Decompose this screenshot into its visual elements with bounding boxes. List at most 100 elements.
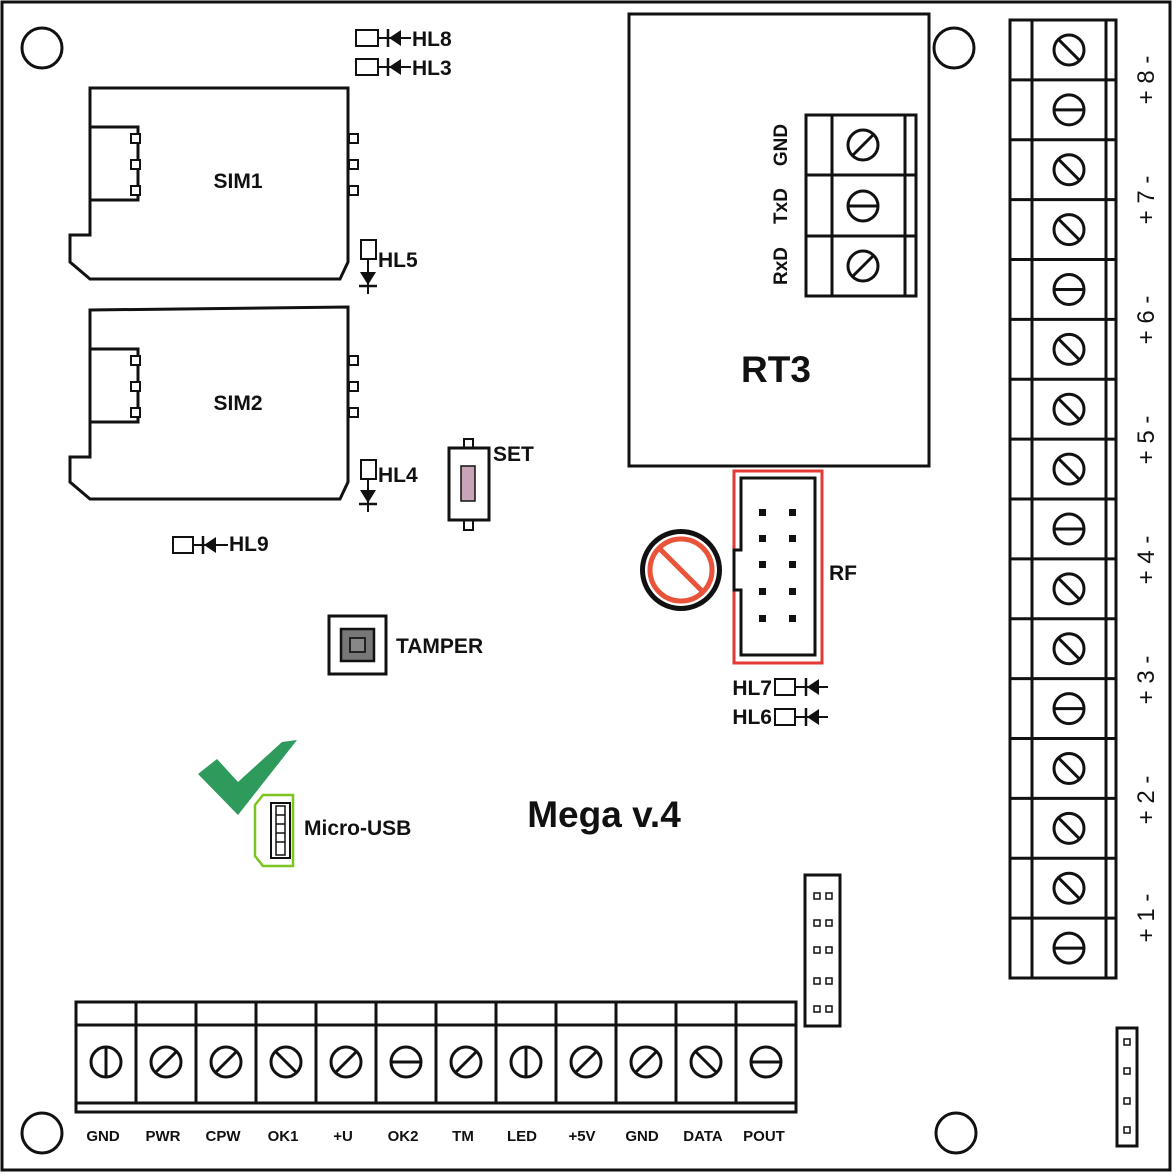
zone-label-2: + 2 - — [1133, 776, 1160, 825]
zone-5-plus: + — [1133, 450, 1160, 464]
rf-connector: RF — [732, 469, 857, 665]
screw-icon — [1052, 512, 1086, 546]
led-hl6: HL6 — [732, 706, 828, 729]
screw-icon — [1052, 452, 1086, 486]
led-hl3: HL3 — [355, 57, 452, 80]
zone-6-number: 6 — [1133, 310, 1160, 323]
zone-3-plus: + — [1133, 690, 1160, 704]
screw-icon — [509, 1045, 543, 1079]
screw-icon — [1052, 93, 1086, 127]
led-hl4: HL4 — [359, 459, 418, 512]
screw-icon — [269, 1045, 303, 1079]
mounting-hole — [20, 1111, 64, 1155]
zone-7-number: 7 — [1133, 190, 1160, 203]
screw-icon — [1052, 332, 1086, 366]
zone-4-number: 4 — [1133, 550, 1160, 563]
terminal-label-ok2: OK2 — [388, 1128, 419, 1145]
zone-6-minus: - — [1133, 296, 1160, 304]
screw-icon — [1052, 692, 1086, 726]
zone-7-plus: + — [1133, 210, 1160, 224]
led-label-hl9: HL9 — [229, 533, 269, 556]
screw-icon — [846, 189, 880, 223]
screw-icon — [749, 1045, 783, 1079]
bottom-screws — [89, 1045, 783, 1079]
set-button[interactable]: SET — [447, 438, 534, 531]
svg-text:+ 1 -: + 1 - — [1133, 894, 1160, 943]
screw-icon — [1052, 871, 1086, 905]
led-hl8: HL8 — [355, 28, 452, 51]
screw-icon — [449, 1045, 483, 1079]
screw-icon — [846, 249, 880, 283]
screw-icon — [1052, 931, 1086, 965]
svg-text:+ 4 -: + 4 - — [1133, 536, 1160, 585]
terminal-label-plus-5v: +5V — [568, 1128, 595, 1145]
rt3-module: RT3 GND TxD RxD — [627, 12, 931, 468]
screw-icon — [1052, 632, 1086, 666]
terminal-label-gnd-2: GND — [625, 1128, 659, 1145]
svg-text:+ 8 -: + 8 - — [1133, 56, 1160, 105]
sim1-slot: SIM1 — [68, 86, 359, 281]
screw-icon — [1052, 153, 1086, 187]
svg-text:+ 6 -: + 6 - — [1133, 296, 1160, 345]
zone-4-minus: - — [1133, 536, 1160, 544]
zone-6-plus: + — [1133, 330, 1160, 344]
zone-label-3: + 3 - — [1133, 656, 1160, 705]
zone-1-number: 1 — [1133, 908, 1160, 921]
zone-dividers — [1010, 78, 1116, 920]
led-label-hl8: HL8 — [412, 28, 452, 51]
led-label-hl3: HL3 — [412, 57, 452, 80]
pin-header-10 — [803, 873, 842, 1028]
micro-usb-port[interactable]: Micro-USB — [253, 793, 411, 868]
zone-3-number: 3 — [1133, 670, 1160, 683]
terminal-label-tm: TM — [452, 1128, 474, 1145]
zone-1-minus: - — [1133, 894, 1160, 902]
zone-7-minus: - — [1133, 176, 1160, 184]
terminal-label-pout: POUT — [743, 1128, 785, 1145]
zone-label-5: + 5 - — [1133, 416, 1160, 465]
terminal-label-ok1: OK1 — [268, 1128, 299, 1145]
zone-1-plus: + — [1133, 928, 1160, 942]
svg-text:+ 7 -: + 7 - — [1133, 176, 1160, 225]
zone-8-minus: - — [1133, 56, 1160, 64]
led-hl7: HL7 — [732, 677, 828, 700]
terminal-label-led: LED — [507, 1128, 537, 1145]
zone-terminal-block — [1008, 18, 1118, 980]
sim2-label: SIM2 — [213, 392, 262, 415]
svg-text:+ 3 -: + 3 - — [1133, 656, 1160, 705]
pin-header-4 — [1115, 1026, 1139, 1148]
rt3-terminal-block: GND TxD RxD — [771, 113, 918, 298]
led-label-hl6: HL6 — [732, 706, 772, 729]
zone-2-minus: - — [1133, 776, 1160, 784]
bottom-dividers — [134, 1002, 738, 1103]
zone-2-plus: + — [1133, 810, 1160, 824]
tamper-button[interactable]: TAMPER — [327, 614, 483, 676]
screw-icon — [149, 1045, 183, 1079]
zone-label-4: + 4 - — [1133, 536, 1160, 585]
mounting-hole — [932, 26, 976, 70]
screw-icon — [89, 1045, 123, 1079]
screw-icon — [1052, 811, 1086, 845]
terminal-label-data: DATA — [683, 1128, 723, 1145]
screw-icon — [1052, 392, 1086, 426]
terminal-label-plus-u: +U — [333, 1128, 353, 1145]
led-label-hl7: HL7 — [732, 677, 772, 700]
mounting-hole — [20, 26, 64, 70]
rf-pins — [759, 509, 796, 622]
led-label-hl4: HL4 — [378, 464, 418, 487]
zone-label-6: + 6 - — [1133, 296, 1160, 345]
mounting-hole — [934, 1111, 978, 1155]
screw-icon — [389, 1045, 423, 1079]
not-allowed-icon — [640, 529, 722, 611]
rt3-label: RT3 — [741, 349, 811, 390]
zone-4-plus: + — [1133, 570, 1160, 584]
screw-icon — [1052, 572, 1086, 606]
rt3-pin-gnd: GND — [771, 124, 792, 166]
bottom-terminal-block — [74, 1000, 798, 1114]
zone-label-8: + 8 - — [1133, 56, 1160, 105]
screw-icon — [629, 1045, 663, 1079]
screw-icon — [1052, 213, 1086, 247]
led-label-hl5: HL5 — [378, 249, 418, 272]
terminal-label-gnd: GND — [86, 1128, 120, 1145]
zone-label-1: + 1 - — [1133, 894, 1160, 943]
zone-3-minus: - — [1133, 656, 1160, 664]
